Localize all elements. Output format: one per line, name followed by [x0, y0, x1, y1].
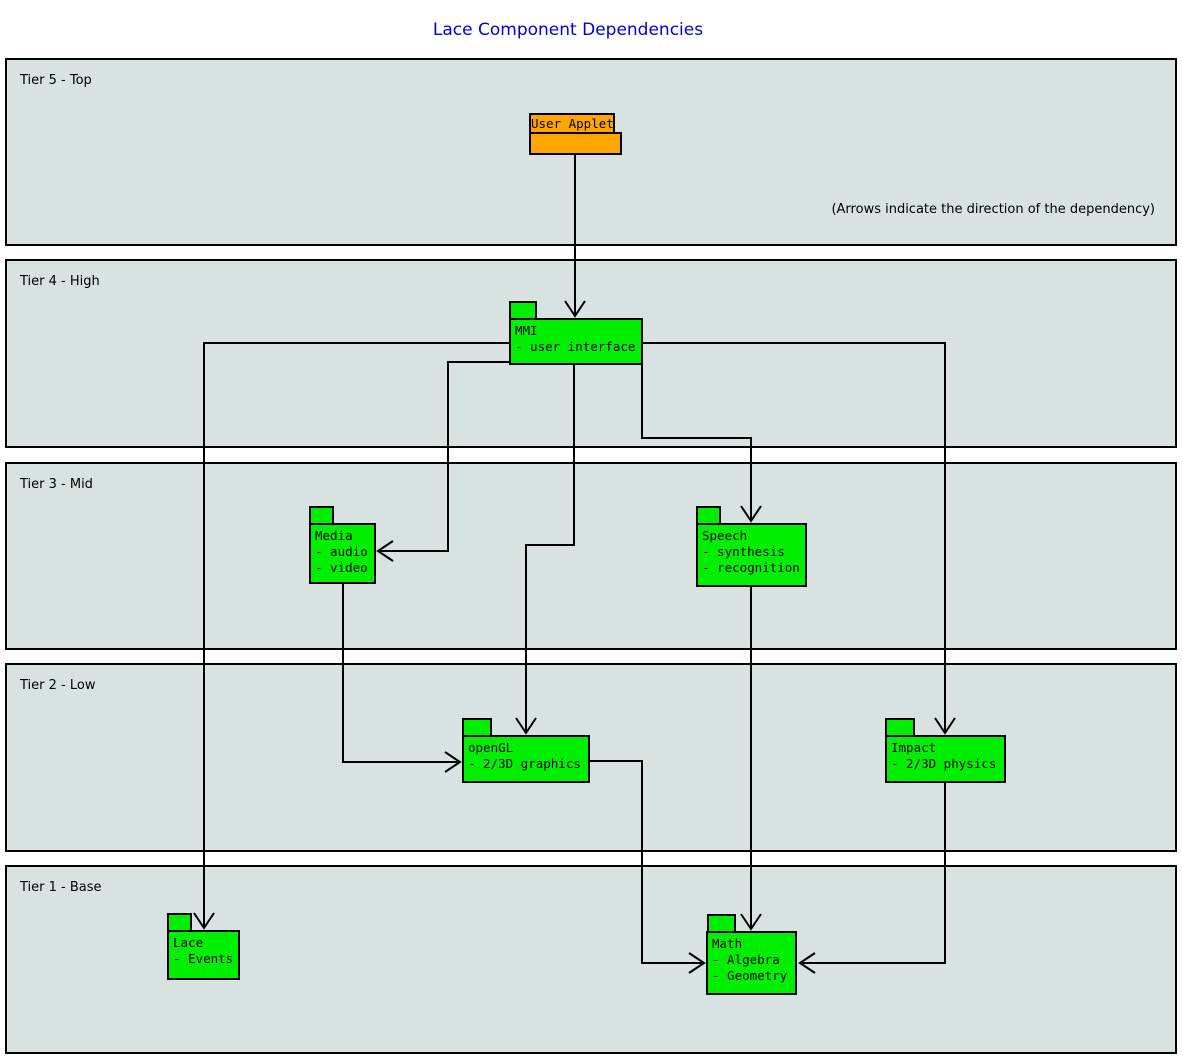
component-title: User Applet [529, 113, 615, 134]
component-detail: - Algebra [712, 952, 780, 967]
tier-label: Tier 1 - Base [20, 880, 102, 895]
component-body: Lace - Events [167, 930, 240, 980]
component-body [529, 132, 622, 155]
component-body: Impact - 2/3D physics [885, 735, 1006, 783]
dependency-direction-note: (Arrows indicate the direction of the de… [831, 202, 1155, 217]
component-detail: - recognition [702, 560, 800, 575]
component-detail: - Events [173, 951, 234, 966]
page-title: Lace Component Dependencies [432, 20, 704, 40]
component-body: Media - audio - video [309, 523, 376, 584]
component-detail: - 2/3D physics [891, 756, 997, 771]
component-body: openGL - 2/3D graphics [462, 735, 590, 783]
component-detail: - user interface [515, 339, 636, 354]
component-body: Speech - synthesis - recognition [696, 523, 807, 587]
component-detail: - video [315, 560, 368, 575]
tier-band-3: Tier 3 - Mid [5, 462, 1177, 650]
component-body: MMI - user interface [509, 318, 643, 365]
component-detail: - audio [315, 544, 368, 559]
component-title: Media [315, 528, 353, 543]
tier-label: Tier 5 - Top [20, 73, 92, 88]
tier-label: Tier 2 - Low [20, 678, 96, 693]
component-title: MMI [515, 323, 538, 338]
component-detail: - synthesis [702, 544, 785, 559]
tier-label: Tier 3 - Mid [20, 477, 93, 492]
component-title: Math [712, 936, 743, 951]
component-detail: - Geometry [712, 968, 788, 983]
component-title: Lace [173, 935, 204, 950]
component-detail: - 2/3D graphics [468, 756, 581, 771]
component-body: Math - Algebra - Geometry [706, 931, 797, 995]
component-title: openGL [468, 740, 514, 755]
component-title: Impact [891, 740, 937, 755]
tier-band-4: Tier 4 - High [5, 259, 1177, 448]
tier-label: Tier 4 - High [20, 274, 100, 289]
component-title: Speech [702, 528, 748, 543]
